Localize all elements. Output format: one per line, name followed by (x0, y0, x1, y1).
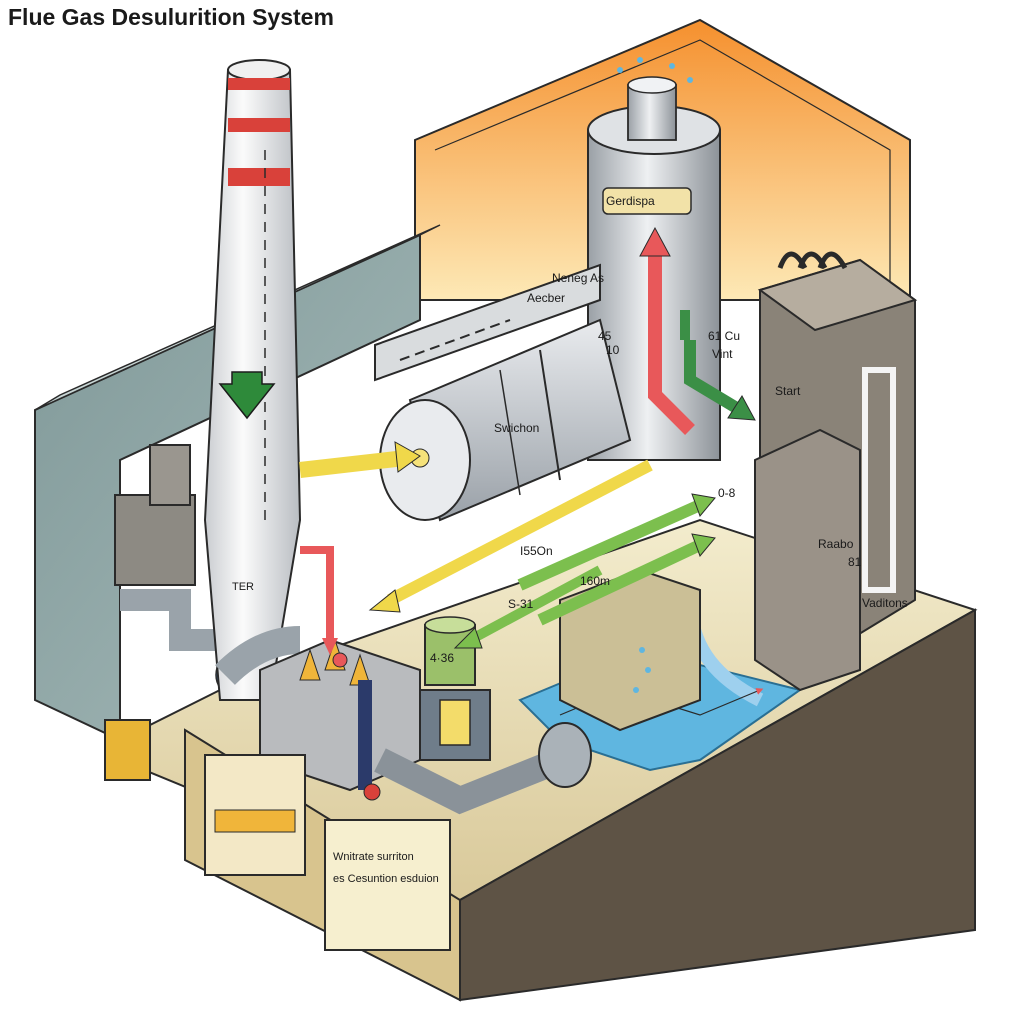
s31-label: S-31 (508, 597, 534, 611)
value-61-label: 61 Cu (708, 329, 740, 343)
aecber-label: Aecber (527, 291, 565, 305)
flue-duct (374, 263, 601, 382)
stack-tag-label: TER (232, 581, 254, 593)
yellow-return-arrow (368, 459, 653, 613)
value-81-label: 81 (848, 555, 862, 569)
raabo-label: Raabo (818, 537, 854, 551)
value-160-label: 160m (580, 574, 610, 588)
mid-tank (559, 568, 701, 732)
start-label: Start (775, 384, 801, 398)
pump-assembly (358, 616, 592, 815)
absorber-tag-label: Gerdispa (606, 194, 655, 208)
panel-line-2: es Cesuntion esduion (333, 873, 439, 885)
value-10-label: 10 (606, 343, 620, 357)
red-flue-arrow (639, 226, 695, 435)
reaction-block (754, 428, 861, 692)
yellow-feed-arrow (299, 441, 421, 478)
schematic-panel (204, 754, 451, 951)
vint-label: Vint (712, 347, 733, 361)
switch-label: Swichon (494, 421, 539, 435)
diagram-title: Flue Gas Desulurition System (8, 4, 334, 30)
scrubber-cylinder (379, 318, 632, 522)
panel-line-1: Wnitrate surriton (333, 851, 414, 863)
vaditons-label: Vaditons (862, 596, 908, 610)
green-clean-arrow (680, 310, 756, 421)
nenag-label: Neneg As (552, 271, 604, 285)
value-436-label: 4·36 (430, 651, 454, 665)
value-08-label: 0-8 (718, 486, 736, 500)
value-45-label: 45 (598, 329, 612, 343)
value-1550-label: I55On (520, 544, 553, 558)
stack-chimney (203, 59, 302, 701)
red-stack-pipe (300, 546, 338, 655)
green-recycle-arrows (453, 493, 716, 649)
